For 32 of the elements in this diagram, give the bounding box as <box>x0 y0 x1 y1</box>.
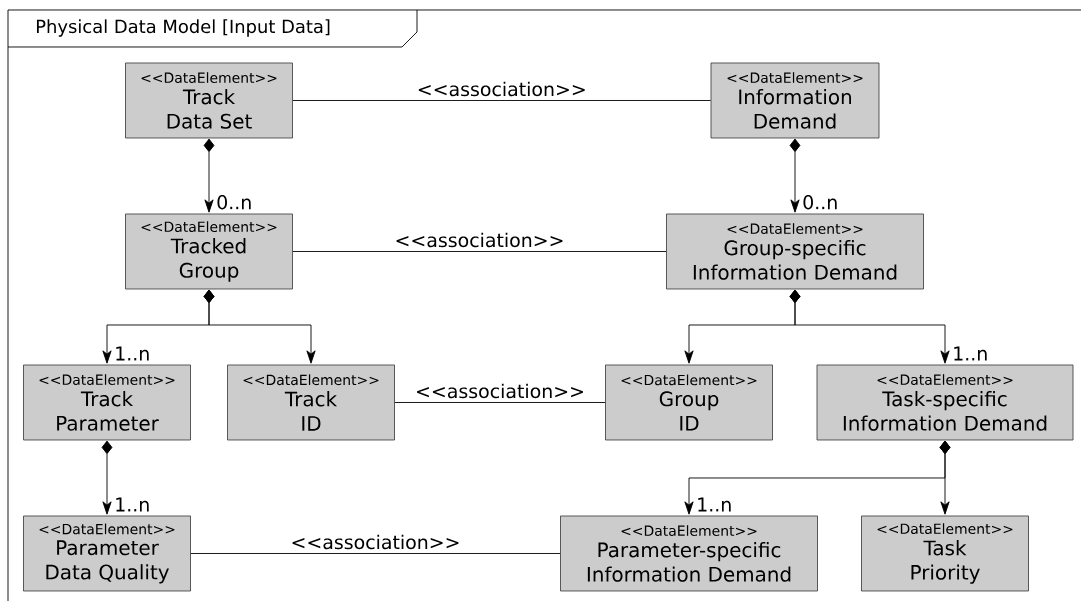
edge-label: <<association>> <box>415 80 588 98</box>
edge-label: <<association>> <box>289 533 462 551</box>
multiplicity-label: 0..n <box>215 194 254 211</box>
data-element-box: <<DataElement>> Track ID <box>227 364 395 441</box>
data-element-box: <<DataElement>> Tracked Group <box>125 213 293 290</box>
composition-arrow <box>101 440 113 515</box>
data-element-box: <<DataElement>> Task Priority <box>861 515 1029 592</box>
data-element-box: <<DataElement>> Information Demand <box>710 62 880 139</box>
association-line <box>292 251 667 252</box>
composition-arrow <box>203 289 316 364</box>
multiplicity-label: 0..n <box>801 194 840 211</box>
multiplicity-label: 1..n <box>951 345 990 362</box>
data-element-box: <<DataElement>> Group-specific Information Demand <box>666 213 924 290</box>
composition-arrow <box>789 138 801 213</box>
edge-label: <<association>> <box>414 382 586 400</box>
multiplicity-label: 1..n <box>695 496 734 513</box>
association-line <box>292 100 712 101</box>
data-element-box: <<DataElement>> Group ID <box>605 364 773 441</box>
frame-title-tab: Physical Data Model [Input Data] <box>7 9 418 48</box>
composition-arrow <box>203 138 215 213</box>
association-line <box>394 402 606 403</box>
composition-arrow <box>939 440 951 515</box>
data-element-box: <<DataElement>> Track Parameter <box>23 364 191 441</box>
data-element-box: <<DataElement>> Parameter-specific Information Demand <box>560 515 818 592</box>
composition-arrow <box>789 289 950 364</box>
data-element-box: <<DataElement>> Parameter Data Quality <box>23 515 191 592</box>
edge-label: <<association>> <box>393 231 566 249</box>
multiplicity-label: 1..n <box>113 496 152 513</box>
multiplicity-label: 1..n <box>113 345 152 362</box>
association-line <box>190 553 561 554</box>
data-element-box: <<DataElement>> Track Data Set <box>125 62 293 139</box>
data-element-box: <<DataElement>> Task-specific Information Demand <box>816 364 1074 441</box>
